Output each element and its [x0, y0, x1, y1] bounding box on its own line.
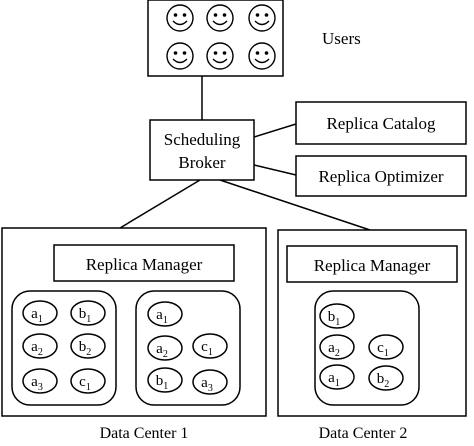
file-replica-b1: b1	[70, 300, 106, 326]
file-replica-a1: a1	[22, 300, 58, 326]
replica-catalog-label: Replica Catalog	[326, 114, 436, 133]
broker-to-dc1-connector	[119, 179, 201, 229]
scheduling-broker-box	[149, 119, 255, 181]
file-replica-b1: b1	[319, 303, 355, 329]
file-replica-c1: c1	[368, 334, 404, 360]
smiley-face-icon	[166, 42, 194, 70]
replica-catalog-box	[295, 101, 467, 145]
svg-text:a1: a1	[156, 307, 168, 326]
smiley-face-icon	[206, 4, 234, 32]
file-replica-c1: c1	[70, 368, 106, 394]
file-replica-a1: a1	[319, 364, 355, 390]
dc2-replica-manager-box	[286, 245, 458, 283]
svg-text:a2: a2	[31, 339, 43, 358]
svg-text:c1: c1	[79, 374, 91, 393]
file-replica-b2: b2	[368, 365, 404, 391]
svg-text:a2: a2	[328, 340, 340, 359]
file-replica-c1: c1	[192, 333, 228, 359]
dc1-file-replicas: a1 b1 a2 b2 a3 c1 a1 a2 c1 b1 a3	[22, 300, 228, 395]
dc1-replica-manager-label: Replica Manager	[86, 255, 203, 274]
svg-text:c1: c1	[201, 339, 213, 358]
smiley-face-icon	[248, 42, 276, 70]
broker-to-dc2-connector	[219, 179, 371, 231]
dc2-file-replicas: b1 a2 c1 a1 b2	[319, 303, 404, 391]
users-label: Users	[322, 29, 361, 48]
scheduling-broker-label-line1: Scheduling	[164, 130, 241, 149]
svg-text:c1: c1	[377, 340, 389, 359]
svg-text:a2: a2	[156, 341, 168, 360]
file-replica-a3: a3	[22, 368, 58, 394]
scheduling-broker-label-line2: Broker	[178, 153, 226, 172]
replica-optimizer-box	[295, 155, 467, 197]
svg-text:a1: a1	[31, 306, 43, 325]
user-faces	[166, 4, 276, 70]
svg-text:a1: a1	[328, 370, 340, 389]
file-replica-a2: a2	[319, 334, 355, 360]
file-replica-a3: a3	[192, 369, 228, 395]
smiley-face-icon	[248, 4, 276, 32]
broker-to-optimizer-connector	[253, 164, 297, 176]
file-replica-a2: a2	[147, 335, 183, 361]
smiley-face-icon	[206, 42, 234, 70]
smiley-face-icon	[166, 4, 194, 32]
file-replica-a1: a1	[147, 301, 183, 327]
data-center-2-label: Data Center 2	[319, 425, 408, 442]
dc1-replica-manager-box	[53, 244, 235, 282]
users-box	[147, 0, 284, 77]
file-replica-b1: b1	[147, 367, 183, 393]
replica-optimizer-label: Replica Optimizer	[318, 167, 443, 186]
svg-text:a3: a3	[31, 374, 43, 393]
file-replica-a2: a2	[22, 333, 58, 359]
dc2-replica-manager-label: Replica Manager	[314, 256, 431, 275]
file-replica-b2: b2	[70, 333, 106, 359]
svg-text:a3: a3	[201, 375, 213, 394]
data-center-1-label: Data Center 1	[100, 425, 189, 442]
broker-to-catalog-connector	[253, 123, 297, 138]
